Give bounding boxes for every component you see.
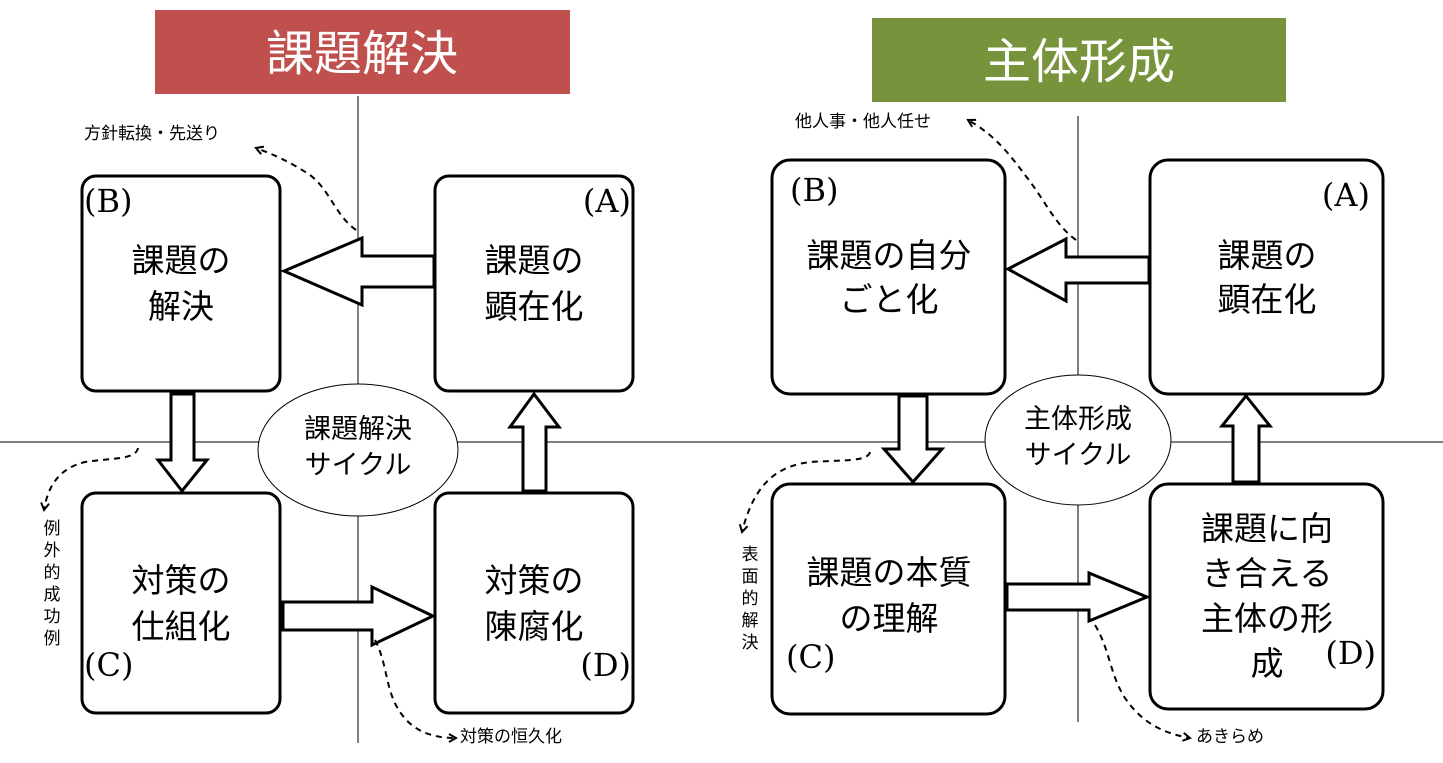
left-title-banner [155, 10, 570, 94]
right-box-d [1148, 482, 1385, 711]
right-cycle-ellipse [984, 374, 1172, 506]
right-box-b-letter: (B) [790, 171, 838, 209]
right-note-left-char-5: 決 [742, 633, 759, 653]
right-box-c-text-2: の理解 [840, 599, 939, 638]
left-cycle-ellipse [257, 383, 459, 517]
left-box-b-text-1: 課題の [132, 241, 231, 280]
left-box-b-letter: (B) [84, 182, 132, 220]
left-note-left-char-5: 功 [44, 607, 61, 627]
left-note-left-char-4: 成 [44, 585, 61, 605]
left-title: 課題解決 [266, 26, 458, 82]
left-arrow-c-to-d [281, 584, 437, 648]
right-note-left-char-3: 的 [742, 589, 759, 609]
left-box-a-text-2: 顕在化 [485, 287, 584, 326]
right-diagram: 主体形成 (B) (A) (C) (D) 課題の自分 ごと化 課題の 顕在化 課… [742, 18, 1443, 747]
right-arrow-a-to-b [1004, 236, 1151, 304]
left-box-c-text-2: 仕組化 [132, 607, 231, 646]
left-box-d-text-1: 対策の [485, 561, 584, 600]
left-dashed-arrow-left [44, 447, 139, 510]
right-cycle-text-2: サイクル [1025, 440, 1132, 471]
right-box-b-text-2: ごと化 [840, 280, 939, 319]
left-note-left-char-6: 例 [44, 629, 61, 649]
right-box-b [770, 158, 1007, 396]
left-dashed-arrow-top [256, 148, 357, 231]
left-box-d [433, 491, 635, 715]
right-note-left-char-4: 解 [742, 611, 759, 631]
right-note-bottom: あきらめ [1196, 727, 1264, 747]
right-box-c-letter: (C) [786, 638, 835, 676]
right-dashed-arrow-top [968, 120, 1077, 241]
right-cycle-text-1: 主体形成 [1024, 404, 1132, 435]
right-box-d-text-3: 主体の形 [1201, 599, 1333, 638]
left-box-a-letter: (A) [583, 182, 631, 220]
right-arrow-b-to-c [880, 394, 946, 485]
right-box-a-text-1: 課題の [1218, 236, 1317, 275]
left-note-bottom: 対策の恒久化 [460, 727, 562, 747]
left-dashed-arrow-bottom [374, 639, 456, 738]
left-box-c-letter: (C) [84, 646, 133, 684]
left-arrow-d-to-a [507, 391, 563, 493]
right-box-a-text-2: 顕在化 [1218, 280, 1317, 319]
left-cycle-text-1: 課題解決 [304, 414, 412, 445]
left-box-c [80, 491, 282, 715]
right-box-b-text-1: 課題の自分 [807, 236, 972, 275]
right-note-left-char-1: 表 [742, 545, 759, 565]
left-arrow-a-to-b [280, 235, 436, 308]
right-box-a-letter: (A) [1322, 176, 1370, 214]
left-note-left-char-2: 外 [44, 541, 61, 561]
right-box-c-text-1: 課題の本質 [807, 553, 972, 592]
right-title-banner [872, 18, 1286, 102]
right-box-d-text-1: 課題に向 [1201, 509, 1333, 548]
left-box-b [80, 174, 282, 393]
right-arrow-c-to-d [1005, 570, 1151, 624]
left-note-left-char-1: 例 [44, 519, 61, 539]
right-box-d-text-2: き合える [1201, 554, 1332, 593]
right-note-top: 他人事・他人任せ [795, 112, 931, 132]
right-title: 主体形成 [983, 34, 1175, 90]
left-arrow-b-to-c [154, 392, 211, 494]
left-note-left: 例 外 的 成 功 例 [44, 519, 61, 649]
right-box-d-letter: (D) [1325, 634, 1376, 672]
left-note-top: 方針転換・先送り [84, 124, 220, 144]
left-box-a-text-1: 課題の [485, 241, 584, 280]
right-dashed-arrow-bottom [1094, 624, 1190, 738]
right-dashed-arrow-left [742, 451, 871, 532]
left-box-d-text-2: 陳腐化 [485, 607, 584, 646]
right-note-left-char-2: 面 [742, 567, 759, 587]
right-box-d-text-4: 成 [1251, 644, 1284, 683]
right-box-c [770, 482, 1007, 716]
left-diagram: 課題解決 (B) (A) (C) (D) 課題の 解決 課題の 顕在化 対策の … [0, 10, 752, 747]
left-box-d-letter: (D) [580, 646, 631, 684]
left-note-left-char-3: 的 [44, 563, 61, 583]
right-arrow-d-to-a [1218, 393, 1274, 484]
left-box-c-text-1: 対策の [132, 561, 231, 600]
left-box-b-text-2: 解決 [148, 287, 214, 326]
right-note-left: 表 面 的 解 決 [742, 545, 759, 653]
left-cycle-text-2: サイクル [305, 450, 412, 481]
